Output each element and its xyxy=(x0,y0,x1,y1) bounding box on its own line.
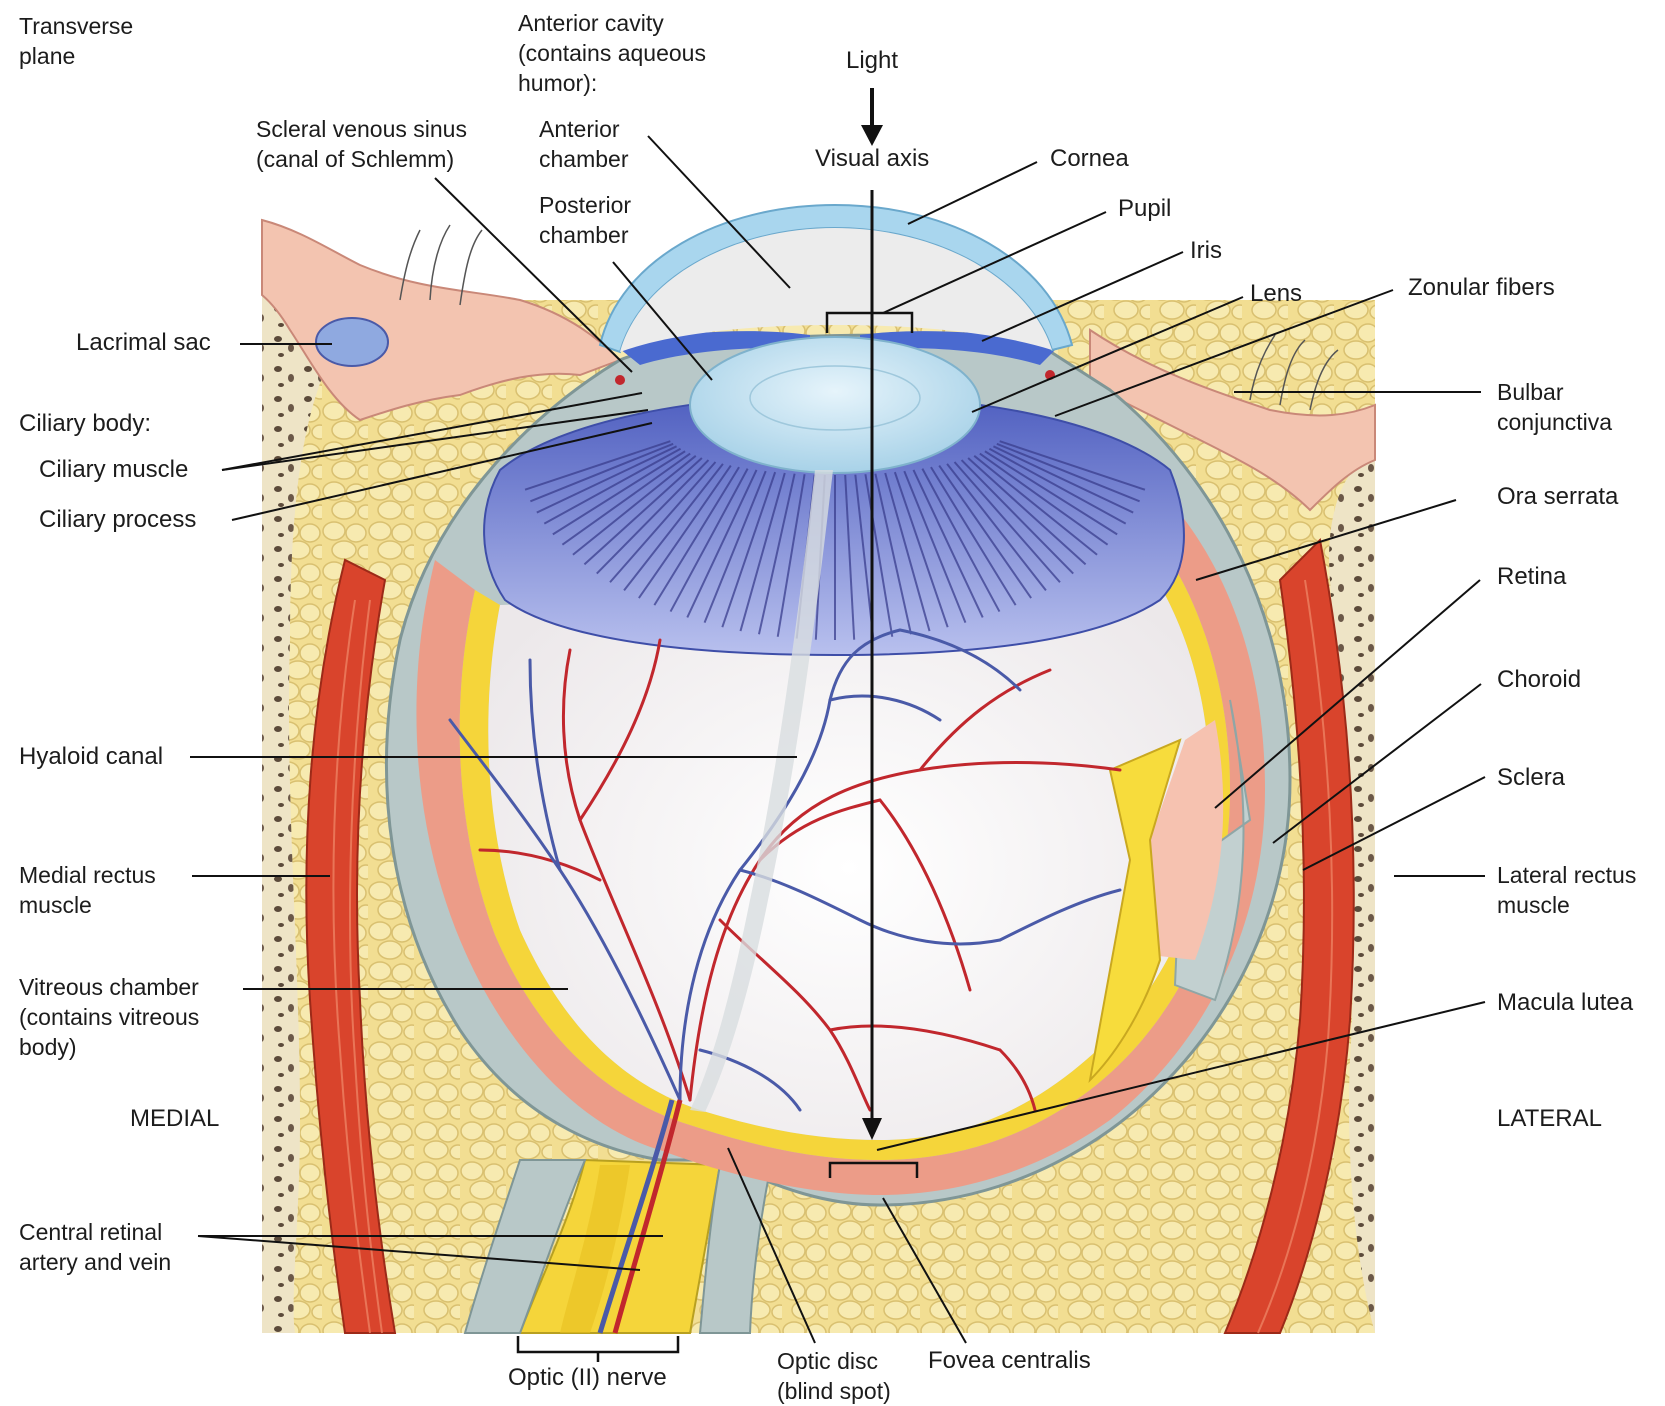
label-bulbar-conjunctiva: Bulbar conjunctiva xyxy=(1497,377,1612,437)
label-iris: Iris xyxy=(1190,236,1222,266)
label-anterior-chamber: Anterior chamber xyxy=(539,114,628,174)
label-lens: Lens xyxy=(1250,279,1302,309)
label-anterior-cavity: Anterior cavity (contains aqueous humor)… xyxy=(518,8,706,98)
lens-shape xyxy=(690,337,980,473)
label-vitreous-chamber: Vitreous chamber (contains vitreous body… xyxy=(19,972,199,1062)
label-central-retinal: Central retinal artery and vein xyxy=(19,1217,171,1277)
label-transverse-plane: Transverse plane xyxy=(19,11,133,71)
label-visual-axis: Visual axis xyxy=(815,144,929,174)
label-zonular-fibers: Zonular fibers xyxy=(1408,273,1555,303)
label-ciliary-process: Ciliary process xyxy=(39,505,196,535)
label-scleral-venous-sinus: Scleral venous sinus (canal of Schlemm) xyxy=(256,114,467,174)
label-macula-lutea: Macula lutea xyxy=(1497,988,1633,1018)
label-optic-disc: Optic disc (blind spot) xyxy=(777,1346,891,1406)
label-hyaloid-canal: Hyaloid canal xyxy=(19,742,163,772)
optic-nerve-bracket xyxy=(518,1336,678,1362)
label-pupil: Pupil xyxy=(1118,194,1171,224)
label-ciliary-muscle: Ciliary muscle xyxy=(39,455,188,485)
lacrimal-sac-shape xyxy=(316,318,388,366)
label-lacrimal-sac: Lacrimal sac xyxy=(76,328,211,358)
label-ciliary-body: Ciliary body: xyxy=(19,409,151,439)
label-fovea-centralis: Fovea centralis xyxy=(928,1346,1091,1376)
label-cornea: Cornea xyxy=(1050,144,1129,174)
label-choroid: Choroid xyxy=(1497,665,1581,695)
label-sclera: Sclera xyxy=(1497,763,1565,793)
label-ora-serrata: Ora serrata xyxy=(1497,482,1618,512)
label-medial-rectus: Medial rectus muscle xyxy=(19,860,156,920)
label-retina: Retina xyxy=(1497,562,1566,592)
label-lateral: LATERAL xyxy=(1497,1104,1602,1134)
label-medial: MEDIAL xyxy=(130,1104,219,1134)
label-optic-nerve: Optic (II) nerve xyxy=(508,1363,667,1393)
label-lateral-rectus: Lateral rectus muscle xyxy=(1497,860,1636,920)
label-posterior-chamber: Posterior chamber xyxy=(539,190,631,250)
label-light: Light xyxy=(846,46,898,76)
